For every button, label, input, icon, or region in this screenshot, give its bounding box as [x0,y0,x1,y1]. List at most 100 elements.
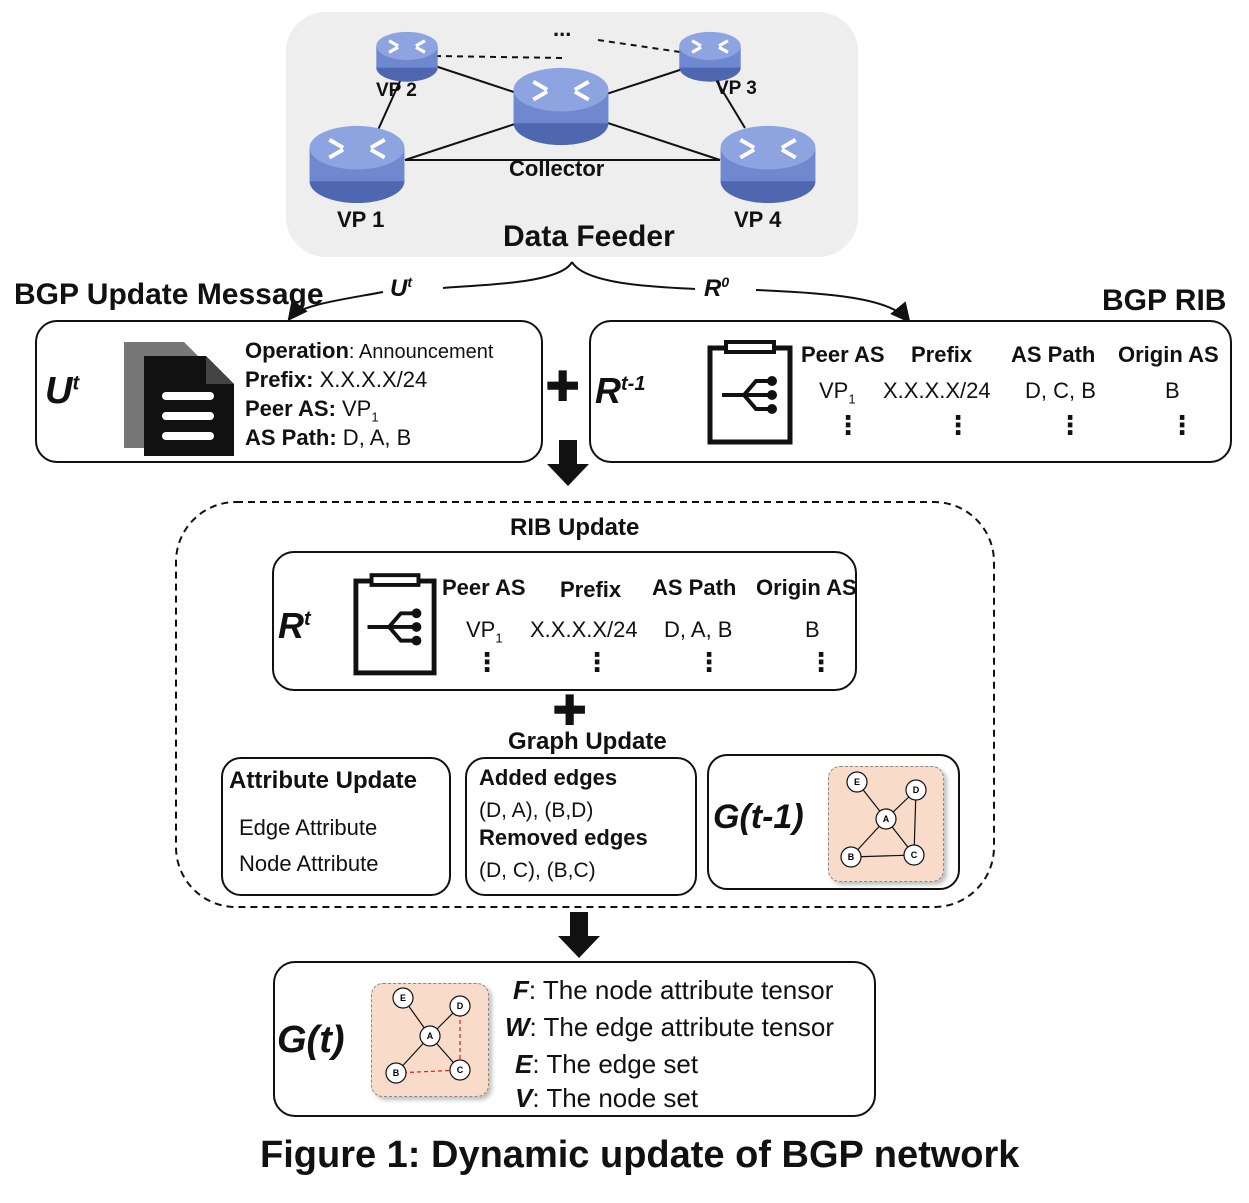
graph-node [449,1059,471,1081]
ribu-cell-peer: VP1 [466,617,503,646]
ribu-col-prefix: Prefix [560,577,622,602]
graph-node [419,1025,441,1047]
u-arrow [290,261,573,318]
graph-node-label: B [393,1068,400,1078]
rib-update-title: RIB Update [510,514,640,541]
operation-line: Operation: Announcement [245,338,494,363]
rib-box: Rt-1 Peer AS Prefix AS Path Origin AS VP… [589,320,1232,463]
r-arrow [571,261,908,320]
removed-edges-list: (D, C), (B,C) [479,859,596,882]
graph-node-label: B [848,852,855,862]
router-icon [513,67,609,146]
plus-sign: ✚ [552,687,588,734]
ribu-col-origin: Origin AS [756,575,857,600]
ellipsis-label: ... [553,16,572,41]
graph-node-label: E [400,993,406,1003]
added-edges-title: Added edges [479,765,618,790]
rib-col-path: AS Path [1011,342,1096,367]
rib-more-origin: ⋮ [1169,410,1195,440]
rib-cell-path: D, C, B [1025,378,1096,403]
rib-symbol: Rt-1 [595,370,646,411]
rib-update-container [175,501,995,908]
ribu-more-peer: ⋮ [474,647,500,677]
ribu-col-path: AS Path [652,575,737,600]
graph-node [875,808,897,830]
removed-edges-title: Removed edges [479,825,648,850]
rib-update-box: Rt Peer AS Prefix AS Path Origin AS VP1 … [272,551,857,691]
down-arrows [547,440,600,958]
bgp-rib-heading: BGP RIB [1102,284,1227,317]
rib-col-prefix: Prefix [911,342,973,367]
graph-node-label: C [911,850,918,860]
graph-node [903,844,925,866]
u-arrow-label: Ut [390,274,413,302]
data-feeder-title: Data Feeder [503,220,675,253]
result-graph-label: G(t) [277,1019,345,1061]
previous-graph-box: G(t-1) E D A [707,754,960,890]
update-symbol: Ut [45,370,80,412]
legend-item-e: E: The edge set [515,1049,699,1079]
previous-graph-panel: E D A B C [828,766,944,882]
rib-cell-origin: B [1165,378,1180,403]
graph-update-title: Graph Update [508,728,667,755]
graph-node [392,987,414,1009]
document-icon [124,342,234,456]
removed-edges [395,1006,461,1074]
legend-item-f: F: The node attribute tensor [513,975,834,1005]
rib-table-icon [353,573,437,676]
rib-update-symbol: Rt [278,605,311,646]
rib-col-peer: Peer AS [801,342,885,367]
legend-item-v: V: The node set [515,1083,699,1113]
graph-node [385,1062,407,1084]
result-graph-panel: E D A B C [371,983,489,1097]
ribu-more-prefix: ⋮ [584,647,610,677]
rib-col-origin: Origin AS [1118,342,1219,367]
graph-node [905,779,927,801]
graph-node [846,771,868,793]
plus-sign: ✚ [545,363,581,410]
legend-item-w: W: The edge attribute tensor [505,1012,835,1042]
graph-node-label: D [457,1001,464,1011]
vp1-label: VP 1 [337,207,385,232]
prefix-line: Prefix: X.X.X.X/24 [245,367,428,392]
edge-attribute-item: Edge Attribute [239,815,378,840]
graph-node-label: A [883,814,890,824]
down-arrow-1 [547,440,589,486]
figure-caption: Figure 1: Dynamic update of BGP network [260,1134,1020,1176]
added-edges-list: (D, A), (B,D) [479,799,594,822]
rib-cell-prefix: X.X.X.X/24 [883,378,991,403]
edge-changes-box: Added edges (D, A), (B,D) Removed edges … [465,757,697,896]
rib-more-peer: ⋮ [835,410,861,440]
rib-cell-peer: VP1 [819,378,856,407]
graph-node [840,846,862,868]
rib-more-prefix: ⋮ [945,410,971,440]
update-message-box: Ut Operation: Announcement Prefix: X.X.X… [35,320,543,463]
graph-node-label: C [457,1065,464,1075]
down-arrow-2 [558,912,600,958]
vp3-label: VP 3 [716,78,757,99]
ribu-more-path: ⋮ [696,647,722,677]
bgp-update-message-heading: BGP Update Message [14,278,324,311]
ribu-col-peer: Peer AS [442,575,526,600]
ribu-more-origin: ⋮ [808,647,834,677]
router-icon [309,125,405,204]
graph-node-label: A [427,1031,434,1041]
attribute-update-box: Attribute Update Edge Attribute Node Att… [221,757,451,896]
graph-node-label: E [854,777,860,787]
previous-graph-drawing: E D A B C [840,771,927,868]
collector-label: Collector [509,156,605,181]
vp4-label: VP 4 [734,207,782,232]
attribute-update-title: Attribute Update [229,767,417,794]
router-icon [376,31,438,82]
as-path-line: AS Path: D, A, B [245,425,412,450]
result-graph-drawing: E D A B C [385,987,471,1084]
r-arrow-label: R0 [704,274,730,302]
ribu-cell-prefix: X.X.X.X/24 [530,617,638,642]
ribu-cell-origin: B [805,617,820,642]
ribu-cell-path: D, A, B [664,617,733,642]
graph-node-label: D [913,785,920,795]
router-icon [679,31,741,82]
peer-as-line: Peer AS: VP1 [245,396,379,425]
rib-table-icon [707,340,793,445]
rib-more-path: ⋮ [1057,410,1083,440]
